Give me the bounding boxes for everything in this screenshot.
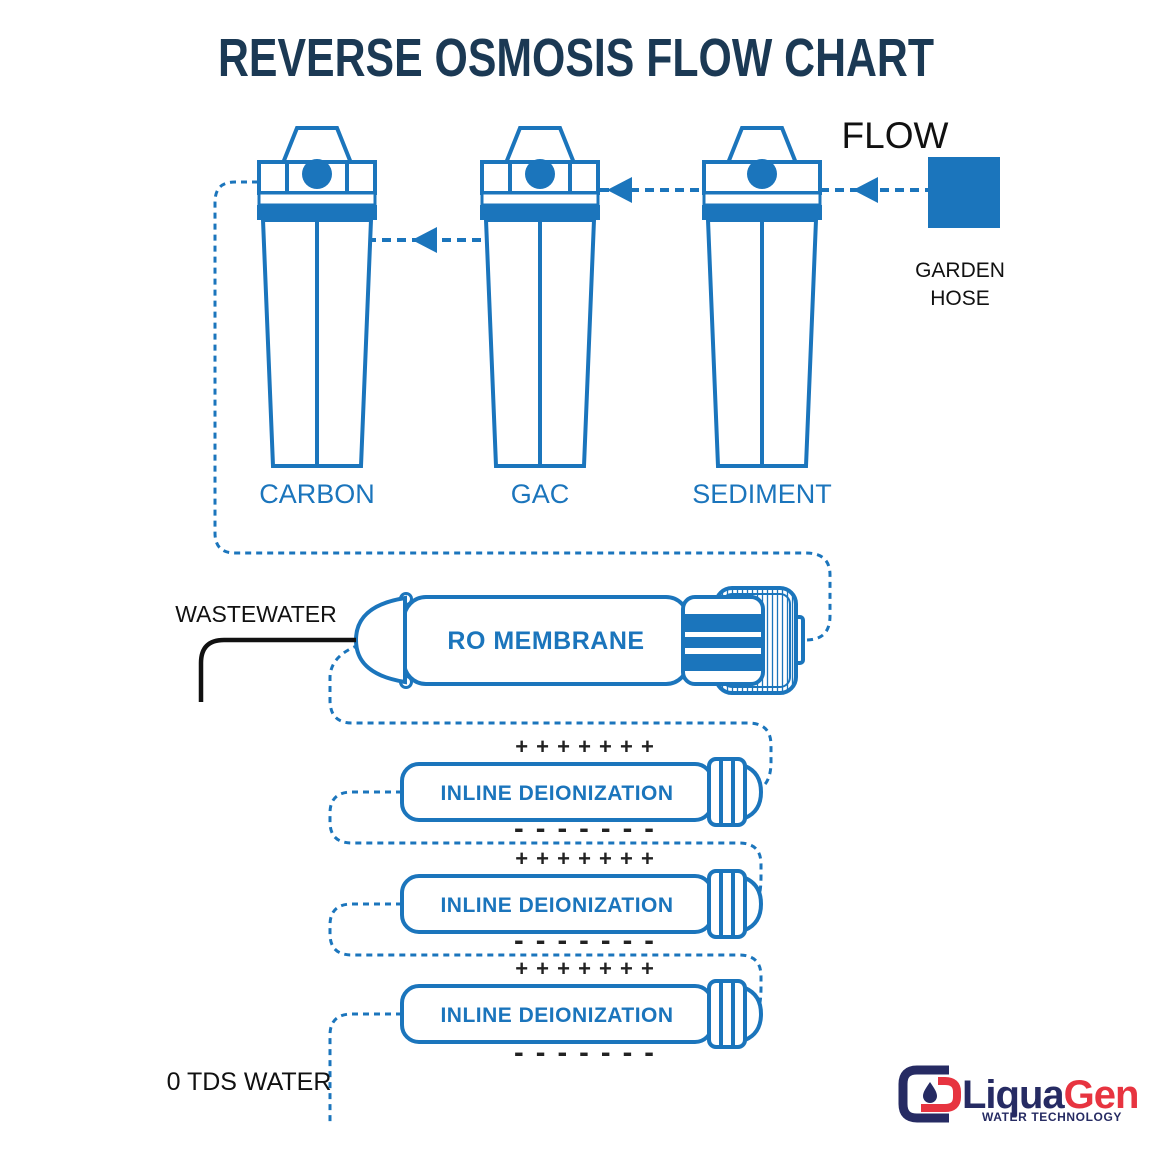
sediment-cap-trapezoid <box>725 126 799 165</box>
di2-dome <box>743 874 764 934</box>
di3-cap-ring <box>707 979 747 1049</box>
carbon-cap-trapezoid <box>280 126 354 165</box>
di-filter-3: + + + + + + + INLINE DEIONIZATION - - - … <box>400 956 764 1069</box>
pipe-carbon-to-membrane <box>213 180 832 642</box>
ro-membrane: RO MEMBRANE <box>353 586 805 695</box>
di2-plus-row: + + + + + + + <box>515 846 655 871</box>
brand-name-right: Gen <box>1064 1073 1139 1117</box>
gac-collar <box>480 191 600 207</box>
di-filter-1: + + + + + + + INLINE DEIONIZATION - - - … <box>400 734 764 845</box>
di2-label: INLINE DEIONIZATION <box>440 894 673 917</box>
carbon-head-port <box>302 159 332 189</box>
sediment-head-port <box>747 159 777 189</box>
di1-minus-row: - - - - - - - <box>514 813 656 845</box>
garden-hose-label-line1: GARDEN <box>915 259 1005 282</box>
garden-hose-block <box>928 157 1000 228</box>
membrane-label: RO MEMBRANE <box>447 627 644 655</box>
logo-tagline: WATER TECHNOLOGY <box>982 1110 1122 1124</box>
filter-carbon: CARBON <box>257 126 377 509</box>
flow-label: FLOW <box>842 115 949 156</box>
garden-hose: GARDEN HOSE <box>915 157 1005 310</box>
output-label: 0 TDS WATER <box>167 1068 332 1096</box>
sediment-collar <box>702 191 822 207</box>
di1-label: INLINE DEIONIZATION <box>440 782 673 805</box>
gac-seal-band <box>480 205 600 220</box>
pipe-membrane-to-di1 <box>328 643 773 791</box>
gac-head-port <box>525 159 555 189</box>
logo-drop-icon <box>923 1082 937 1103</box>
membrane-dome <box>353 595 407 685</box>
filter-gac: GAC <box>480 126 600 509</box>
di3-plus-row: + + + + + + + <box>515 956 655 981</box>
carbon-label: CARBON <box>259 479 375 509</box>
di3-minus-row: - - - - - - - <box>514 1037 656 1069</box>
gac-cap-trapezoid <box>503 126 577 165</box>
logo-navy-bracket <box>898 1065 949 1123</box>
di3-label: INLINE DEIONIZATION <box>440 1004 673 1027</box>
membrane-end-stripes <box>683 597 763 684</box>
carbon-seal-band <box>257 205 377 220</box>
page-title: REVERSE OSMOSIS FLOW CHART <box>218 28 934 88</box>
brand-name: LiquaGen <box>962 1073 1138 1117</box>
wastewater-line <box>198 637 356 702</box>
di1-plus-row: + + + + + + + <box>515 734 655 759</box>
arrowhead-into-sediment <box>853 177 878 203</box>
sediment-label: SEDIMENT <box>692 479 832 509</box>
di2-cap-ring <box>707 869 747 939</box>
gac-label: GAC <box>511 479 570 509</box>
arrowhead-into-gac <box>607 177 632 203</box>
liquagen-logo: LiquaGen WATER TECHNOLOGY <box>898 1065 1139 1124</box>
brand-name-left: Liqua <box>962 1073 1065 1117</box>
wastewater-label: WASTEWATER <box>175 601 336 627</box>
arrowhead-into-carbon <box>412 227 437 253</box>
filter-sediment: SEDIMENT <box>692 126 832 509</box>
di1-cap-ring <box>707 757 747 827</box>
garden-hose-label-line2: HOSE <box>930 287 990 310</box>
logo-red-bracket <box>921 1077 961 1112</box>
di-filter-2: + + + + + + + INLINE DEIONIZATION - - - … <box>400 846 764 957</box>
pipe-di3-to-output <box>328 1012 402 1122</box>
di1-dome <box>743 762 764 822</box>
logo-mark <box>898 1065 961 1123</box>
di2-minus-row: - - - - - - - <box>514 925 656 957</box>
sediment-seal-band <box>702 205 822 220</box>
carbon-collar <box>257 191 377 207</box>
di3-dome <box>743 984 764 1044</box>
